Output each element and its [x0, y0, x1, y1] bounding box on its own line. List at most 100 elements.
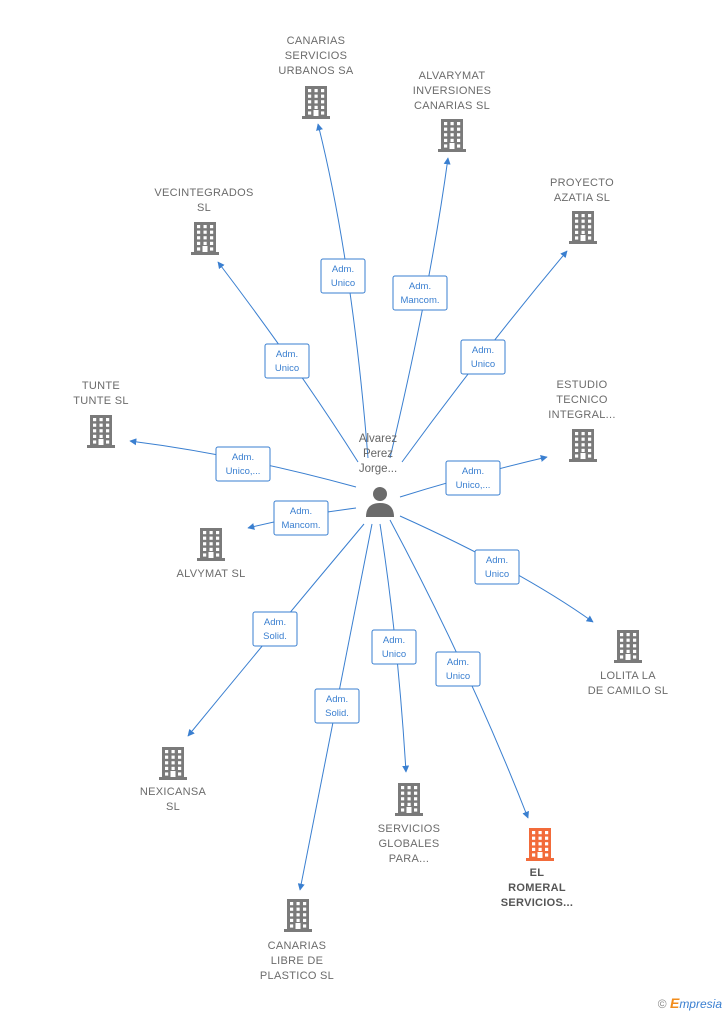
building-icon: [197, 528, 225, 561]
company-name-line: PARA...: [389, 853, 429, 865]
company-name-line: CANARIAS: [287, 35, 346, 47]
building-icon: [569, 429, 597, 462]
role-label-box: [273, 500, 329, 536]
company-name-line: TECNICO: [556, 394, 608, 406]
building-icon: [191, 222, 219, 255]
role-label-line: Unico: [331, 278, 355, 289]
building-icon: [438, 119, 466, 152]
company-name-line: INTEGRAL...: [548, 409, 615, 421]
company-name-line: NEXICANSA: [140, 786, 207, 798]
company-name-line: AZATIA SL: [554, 192, 610, 204]
role-label-box: [445, 460, 501, 496]
role-label-line: Adm.: [409, 281, 431, 292]
role-label-alvarymat[interactable]: Adm. Mancom.: [392, 275, 448, 311]
person-name-line: Jorge...: [359, 463, 397, 475]
role-label-line: Unico: [485, 569, 509, 580]
role-label-canarias-servicios[interactable]: Adm. Unico: [320, 258, 366, 294]
role-label-line: Adm.: [383, 635, 405, 646]
role-label-servicios-globales[interactable]: Adm. Unico: [371, 629, 417, 665]
company-name-line: PROYECTO: [550, 177, 614, 189]
role-label-line: Unico: [471, 359, 495, 370]
building-icon: [569, 211, 597, 244]
building-icon: [284, 899, 312, 932]
role-label-box: [252, 611, 298, 647]
company-name-line: CANARIAS: [268, 940, 327, 952]
role-label-line: Unico,...: [226, 466, 261, 477]
company-name-line: SERVICIOS...: [501, 897, 573, 909]
company-name-line: LIBRE DE: [271, 955, 324, 967]
company-node-alvymat[interactable]: ALVYMAT SL: [176, 528, 245, 580]
building-icon: [614, 630, 642, 663]
company-node-nexicansa[interactable]: NEXICANSA SL: [140, 747, 207, 813]
role-label-line: Solid.: [263, 631, 287, 642]
center-person-node[interactable]: AlvarezPerezJorge...: [359, 433, 398, 517]
company-node-el-romeral[interactable]: ELROMERALSERVICIOS...: [501, 828, 573, 909]
company-name-line: ESTUDIO: [557, 379, 608, 391]
role-label-line: Adm.: [276, 349, 298, 360]
company-name-line: PLASTICO SL: [260, 970, 334, 982]
building-icon: [87, 415, 115, 448]
company-name-line: DE CAMILO SL: [588, 685, 669, 697]
company-name-line: GLOBALES: [378, 838, 439, 850]
role-label-lolita[interactable]: Adm. Unico: [474, 549, 520, 585]
role-label-box: [215, 446, 271, 482]
company-node-tunte-tunte[interactable]: TUNTE TUNTE SL: [73, 380, 129, 448]
person-icon: [366, 487, 394, 517]
role-label-line: Adm.: [232, 452, 254, 463]
role-label-line: Adm.: [332, 264, 354, 275]
company-name-line: URBANOS SA: [278, 65, 353, 77]
company-name-line: VECINTEGRADOS: [154, 187, 253, 199]
role-label-box: [460, 339, 506, 375]
role-label-estudio-tecnico[interactable]: Adm. Unico,...: [445, 460, 501, 496]
building-icon: [159, 747, 187, 780]
person-name-line: Perez: [363, 448, 393, 460]
role-label-alvymat[interactable]: Adm.Mancom.: [273, 500, 329, 536]
role-label-canarias-libre[interactable]: Adm.Solid.: [314, 688, 360, 724]
company-node-canarias-libre[interactable]: CANARIAS LIBRE DE PLASTICO SL: [260, 899, 334, 982]
role-label-line: Adm.: [462, 466, 484, 477]
company-node-estudio-tecnico[interactable]: ESTUDIO TECNICO INTEGRAL...: [548, 379, 615, 462]
role-label-line: Adm.: [326, 694, 348, 705]
company-name-line: SL: [166, 801, 180, 813]
company-name-line: ALVARYMAT: [419, 70, 486, 82]
brand-logo-initial: E: [669, 995, 680, 1011]
copyright-symbol: ©: [657, 997, 667, 1011]
company-name-line: INVERSIONES: [413, 85, 492, 97]
role-label-box: [392, 275, 448, 311]
company-node-servicios-globales[interactable]: SERVICIOS GLOBALES PARA...: [378, 783, 440, 865]
role-label-proyecto-azatia[interactable]: Adm. Unico: [460, 339, 506, 375]
role-label-line: Unico: [382, 649, 406, 660]
building-icon: [302, 86, 330, 119]
role-label-box: [314, 688, 360, 724]
role-label-line: Unico,...: [456, 480, 491, 491]
building-icon: [526, 828, 554, 861]
brand-logo-text: mpresia: [679, 997, 722, 1011]
role-label-line: Adm.: [472, 345, 494, 356]
person-name-line: Alvarez: [359, 433, 398, 445]
role-label-nexicansa[interactable]: Adm. Solid.: [252, 611, 298, 647]
company-name-line: EL: [530, 867, 545, 879]
company-name-line: TUNTE SL: [73, 395, 129, 407]
role-label-vecintegrados[interactable]: Adm.Unico: [264, 343, 310, 379]
role-label-line: Mancom.: [400, 295, 439, 306]
role-label-line: Mancom.: [281, 520, 320, 531]
role-label-box: [435, 651, 481, 687]
role-label-line: Adm.: [486, 555, 508, 566]
role-label-line: Adm.: [264, 617, 286, 628]
company-name-line: ALVYMAT SL: [176, 568, 245, 580]
role-label-tunte-tunte[interactable]: Adm. Unico,...: [215, 446, 271, 482]
building-icon: [395, 783, 423, 816]
role-label-line: Unico: [446, 671, 470, 682]
role-label-el-romeral[interactable]: Adm.Unico: [435, 651, 481, 687]
company-node-proyecto-azatia[interactable]: PROYECTO AZATIA SL: [550, 177, 614, 244]
company-name-line: SERVICIOS: [378, 823, 440, 835]
role-label-box: [474, 549, 520, 585]
company-name-line: TUNTE: [82, 380, 120, 392]
